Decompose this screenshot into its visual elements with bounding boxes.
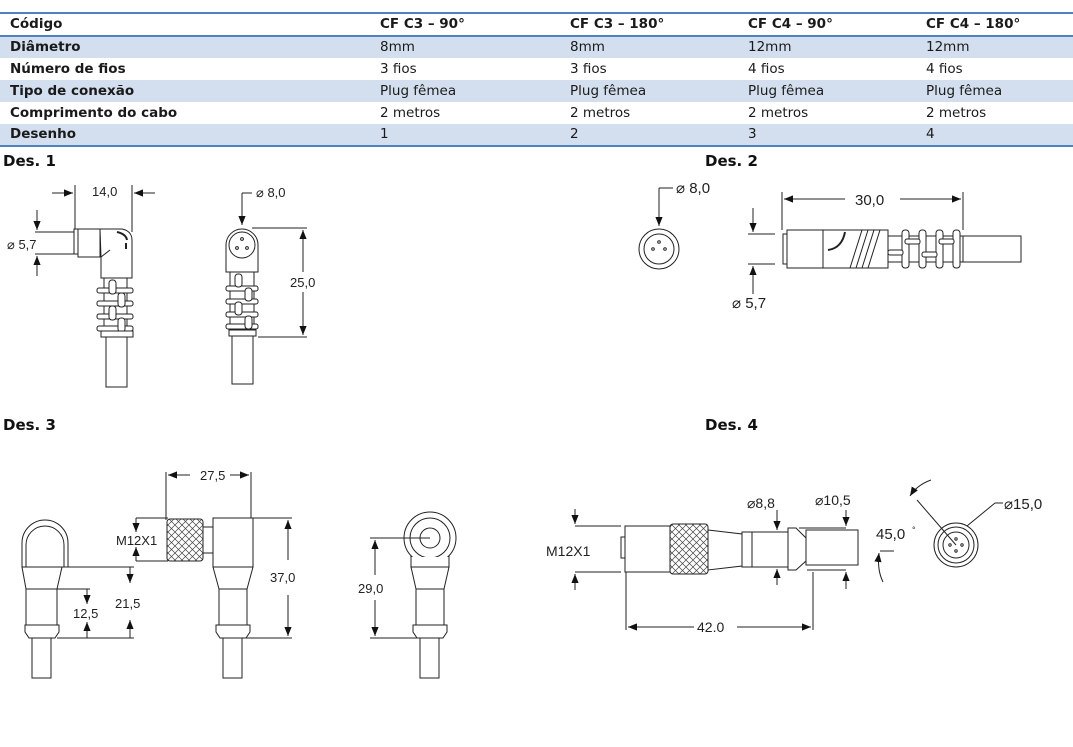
cell: 1 — [370, 124, 560, 146]
cell: Plug fêmea — [916, 80, 1073, 102]
drawing-1-front-view — [225, 192, 307, 385]
cell: 4 fios — [926, 60, 963, 77]
cell: 12mm — [738, 36, 916, 58]
header-col-2: CF C3 – 180° — [570, 16, 665, 32]
d1-cable-diameter-dim: ⌀ 5,7 — [7, 237, 37, 252]
cell: 2 metros — [748, 104, 809, 121]
d3-height-dim-37: 37,0 — [270, 570, 295, 585]
d3-width-dim: 27,5 — [200, 468, 225, 483]
header-col-1: CF C3 – 90° — [380, 16, 465, 32]
header-label: Código — [10, 16, 63, 32]
drawing-3-front-view — [370, 511, 457, 679]
cell: 12mm — [916, 36, 1073, 58]
row-label: Comprimento do cabo — [10, 104, 178, 121]
table-row: Comprimento do cabo 2 metros 2 metros 2 … — [0, 102, 1073, 124]
d3-height-dim-21-5: 21,5 — [115, 596, 140, 611]
table-row: Tipo de conexão Plug fêmea Plug fêmea Pl… — [0, 80, 1073, 102]
row-label: Tipo de conexão — [0, 80, 370, 102]
cell: 2 metros — [926, 104, 987, 121]
table-row: Desenho 1 2 3 4 — [0, 124, 1073, 146]
drawing-2-title: Des. 2 — [705, 152, 758, 170]
table-row: Número de fios 3 fios 3 fios 4 fios 4 fi… — [0, 58, 1073, 80]
cell: 4 — [916, 124, 1073, 146]
cell: 8mm — [370, 36, 560, 58]
drawing-4-title: Des. 4 — [705, 416, 758, 434]
cell: 3 — [738, 124, 916, 146]
table-row: Diâmetro 8mm 8mm 12mm 12mm — [0, 36, 1073, 58]
cell: 4 fios — [748, 60, 785, 77]
d4-angle-dim: 45,0 — [876, 526, 905, 543]
d2-cable-diameter-dim: ⌀ 5,7 — [732, 295, 766, 312]
cell: 3 fios — [570, 60, 607, 77]
d3-height-dim-29: 29,0 — [358, 581, 383, 596]
drawing-3-angled-view — [132, 471, 292, 679]
table-header-row: Código CF C3 – 90° CF C3 – 180° CF C4 – … — [0, 13, 1073, 36]
cell: 2 metros — [380, 104, 441, 121]
d4-length-dim: 42.0 — [697, 619, 724, 635]
cell: Plug fêmea — [738, 80, 916, 102]
drawing-1-title: Des. 1 — [3, 152, 56, 170]
cell: Plug fêmea — [370, 80, 560, 102]
cell: 2 — [560, 124, 738, 146]
d4-diameter-dim-10-5: ⌀10,5 — [815, 492, 851, 508]
header-col-4: CF C4 – 180° — [926, 16, 1021, 32]
drawing-2-front-view — [638, 187, 680, 270]
d4-angle-degree-mark: ° — [912, 525, 916, 535]
cell: 8mm — [560, 36, 738, 58]
d1-head-diameter-dim: ⌀ 8,0 — [256, 185, 286, 200]
drawing-1-side-view — [33, 185, 155, 388]
drawing-4-front-view — [874, 479, 1003, 583]
d1-height-dim: 25,0 — [290, 275, 315, 290]
d2-length-dim: 30,0 — [855, 192, 884, 209]
d2-head-diameter-dim: ⌀ 8,0 — [676, 180, 710, 197]
drawing-3-side-view — [21, 519, 134, 679]
row-label: Número de fios — [10, 60, 126, 77]
drawing-2-side-view — [748, 192, 1022, 294]
header-col-3: CF C4 – 90° — [748, 16, 833, 32]
d3-thread-label: M12X1 — [116, 533, 157, 548]
row-label: Diâmetro — [0, 36, 370, 58]
drawing-3-title: Des. 3 — [3, 416, 56, 434]
d1-width-dim: 14,0 — [92, 184, 117, 199]
cell: 3 fios — [380, 60, 417, 77]
d4-thread-label: M12X1 — [546, 543, 591, 559]
spec-table: Código CF C3 – 90° CF C3 – 180° CF C4 – … — [0, 12, 1073, 147]
row-label: Desenho — [0, 124, 370, 146]
d3-height-dim-12-5: 12,5 — [73, 606, 98, 621]
d4-diameter-dim-8-8: ⌀8,8 — [747, 495, 775, 511]
cell: Plug fêmea — [560, 80, 738, 102]
cell: 2 metros — [570, 104, 631, 121]
drawing-4-side-view — [571, 509, 859, 631]
d4-diameter-dim-15: ⌀15,0 — [1004, 496, 1042, 513]
